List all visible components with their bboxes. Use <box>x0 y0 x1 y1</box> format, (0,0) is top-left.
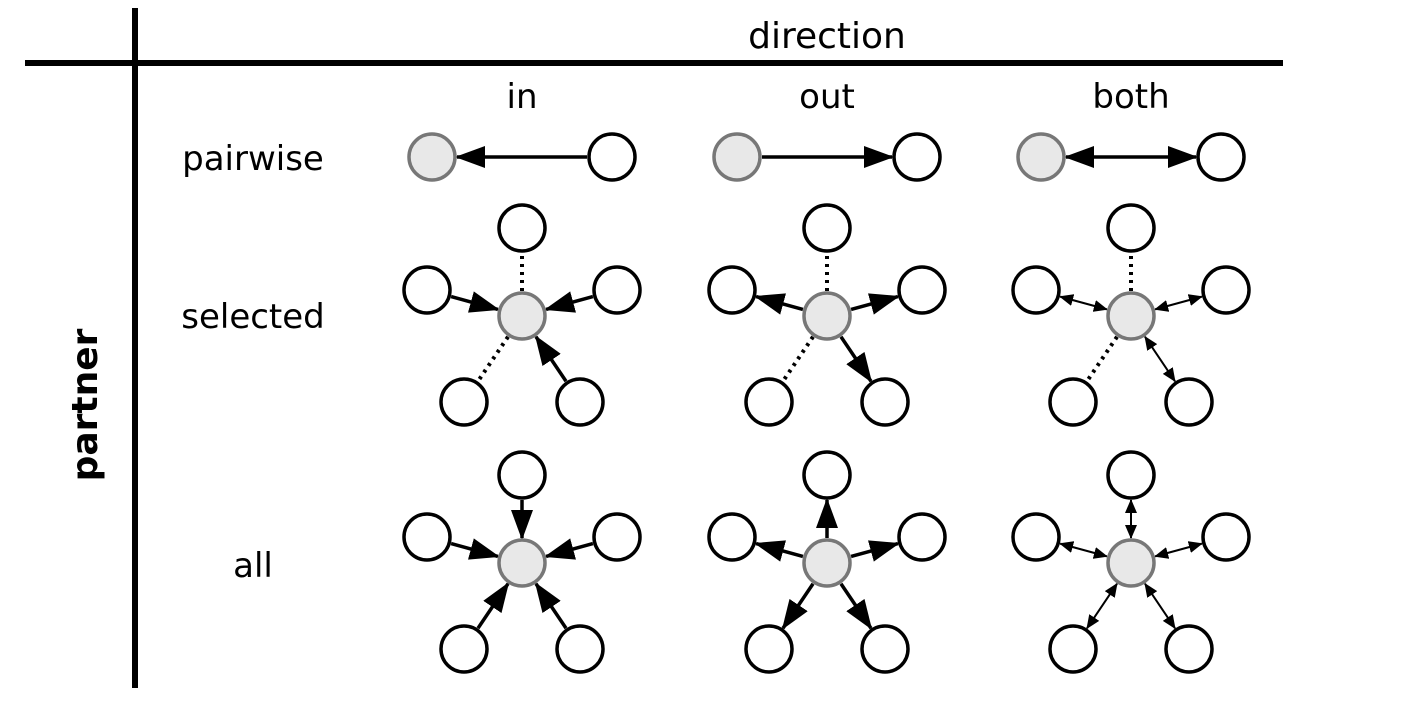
selected-edge-in-1 <box>450 291 500 313</box>
row-label-pairwise: pairwise <box>182 139 324 179</box>
all-partner-node-out-1 <box>707 512 757 562</box>
selected-partner-node-both-1 <box>1011 265 1061 315</box>
selected-partner-node-in-1 <box>402 265 452 315</box>
pairwise-partner-node-out <box>892 132 942 182</box>
selected-edge-both-3 <box>1085 335 1119 383</box>
selected-partner-node-in-2 <box>592 265 642 315</box>
selected-partner-node-in-0 <box>497 203 547 253</box>
selected-center-node-both <box>1106 291 1156 341</box>
all-partner-node-out-4 <box>860 624 910 674</box>
all-center-node-out <box>802 538 852 588</box>
column-label-out: out <box>799 77 855 117</box>
selected-edge-out-3 <box>781 335 815 383</box>
selected-partner-node-out-3 <box>744 377 794 427</box>
pairwise-center-node-out <box>712 132 762 182</box>
selected-edge-out-1 <box>754 293 804 315</box>
selected-partner-node-both-2 <box>1201 265 1251 315</box>
all-partner-node-out-0 <box>802 450 852 500</box>
selected-center-node-in <box>497 291 547 341</box>
selected-partner-node-out-1 <box>707 265 757 315</box>
all-partner-node-in-4 <box>555 624 605 674</box>
all-partner-node-both-4 <box>1164 624 1214 674</box>
all-edge-both-4 <box>1144 582 1176 630</box>
column-label-both: both <box>1092 77 1169 117</box>
selected-edge-both-4 <box>1144 335 1176 383</box>
selected-edge-in-3 <box>476 335 510 383</box>
all-edge-out-4 <box>839 582 873 630</box>
selected-edge-both-1 <box>1059 294 1108 312</box>
selected-edge-in-2 <box>544 291 594 313</box>
column-axis-title: direction <box>748 16 906 57</box>
all-partner-node-in-1 <box>402 512 452 562</box>
all-partner-node-in-3 <box>439 624 489 674</box>
all-partner-node-out-3 <box>744 624 794 674</box>
all-edge-both-3 <box>1086 582 1118 630</box>
all-edge-in-2 <box>544 538 594 560</box>
selected-partner-node-out-2 <box>897 265 947 315</box>
all-edge-both-2 <box>1154 541 1203 559</box>
selected-edge-out-2 <box>850 293 900 315</box>
selected-partner-node-in-4 <box>555 377 605 427</box>
pairwise-center-node-in <box>407 132 457 182</box>
graph-cells <box>402 132 1251 674</box>
selected-edge-out-4 <box>839 335 873 383</box>
selected-partner-node-both-4 <box>1164 377 1214 427</box>
selected-partner-node-both-0 <box>1106 203 1156 253</box>
all-partner-node-both-3 <box>1048 624 1098 674</box>
all-edge-out-2 <box>850 540 900 562</box>
all-partner-node-in-0 <box>497 450 547 500</box>
selected-partner-node-both-3 <box>1048 377 1098 427</box>
all-center-node-both <box>1106 538 1156 588</box>
selected-edge-both-2 <box>1154 294 1203 312</box>
selected-partner-node-in-3 <box>439 377 489 427</box>
all-edge-both-1 <box>1059 541 1108 559</box>
selected-partner-node-out-4 <box>860 377 910 427</box>
selected-partner-node-out-0 <box>802 203 852 253</box>
selected-center-node-out <box>802 291 852 341</box>
row-label-selected: selected <box>181 297 325 337</box>
pairwise-partner-node-both <box>1196 132 1246 182</box>
all-partner-node-both-2 <box>1201 512 1251 562</box>
all-edge-in-1 <box>450 538 500 560</box>
pairwise-center-node-both <box>1016 132 1066 182</box>
all-partner-node-both-1 <box>1011 512 1061 562</box>
all-edge-in-3 <box>476 582 510 630</box>
row-label-all: all <box>233 546 273 586</box>
all-partner-node-both-0 <box>1106 450 1156 500</box>
all-center-node-in <box>497 538 547 588</box>
all-edge-out-1 <box>754 540 804 562</box>
selected-edge-in-4 <box>534 335 568 383</box>
all-partner-node-in-2 <box>592 512 642 562</box>
column-label-in: in <box>507 77 538 117</box>
row-axis-title: partner <box>65 328 106 481</box>
pairwise-partner-node-in <box>587 132 637 182</box>
all-edge-in-4 <box>534 582 568 630</box>
all-partner-node-out-2 <box>897 512 947 562</box>
all-edge-out-3 <box>781 582 815 630</box>
